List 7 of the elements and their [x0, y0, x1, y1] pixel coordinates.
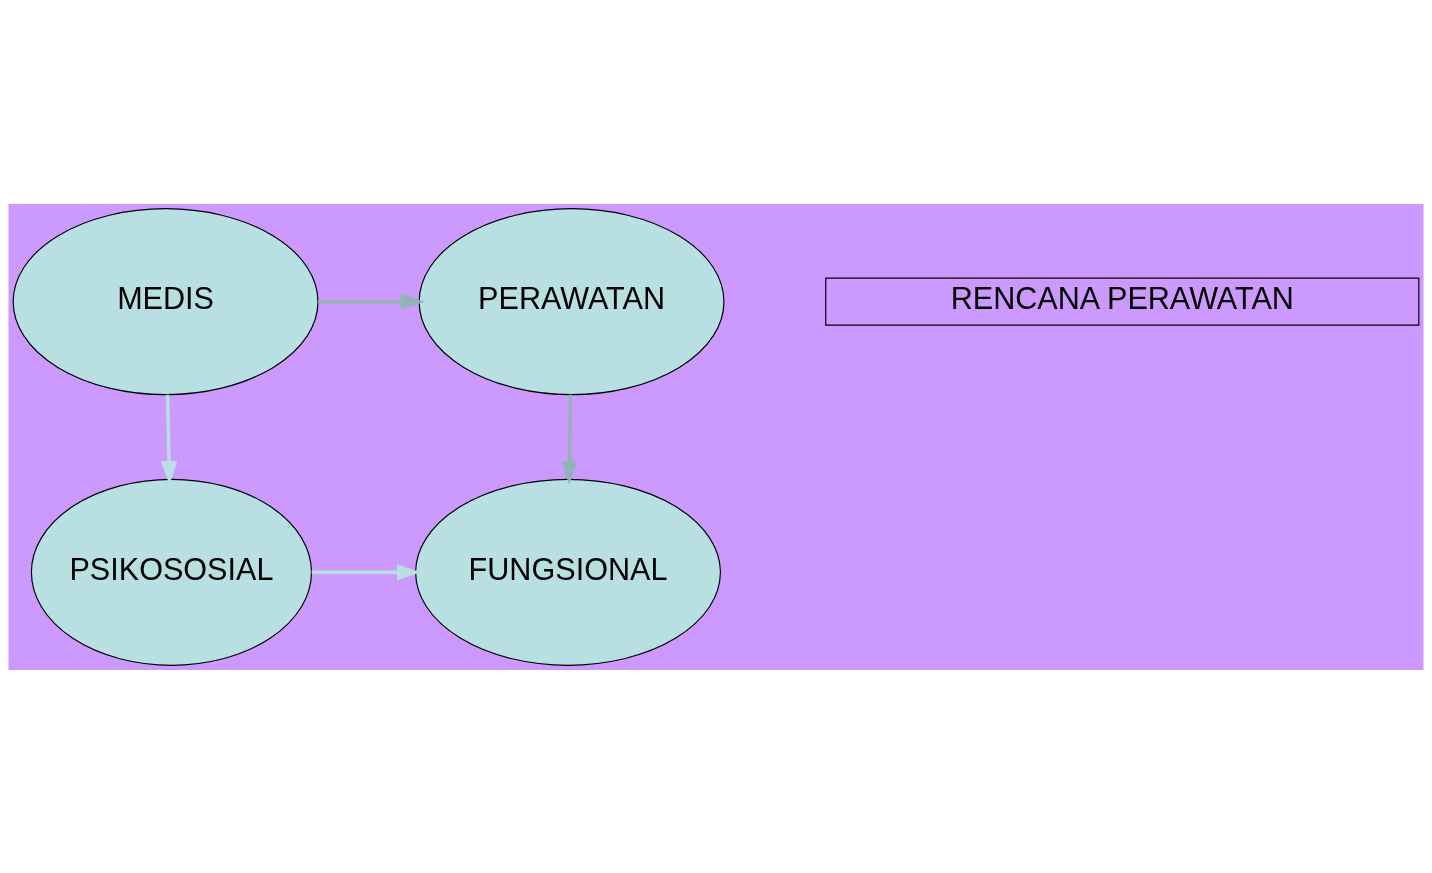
node-ellipse: PERAWATAN	[418, 207, 725, 395]
arrow	[318, 292, 425, 310]
node-ellipse: PSIKOSOSIAL	[30, 478, 313, 666]
node-ellipse: FUNGSIONAL	[415, 478, 721, 666]
arrow	[561, 394, 578, 485]
node-box: RENCANA PERAWATAN	[825, 277, 1420, 326]
node-ellipse: MEDIS	[12, 207, 319, 395]
